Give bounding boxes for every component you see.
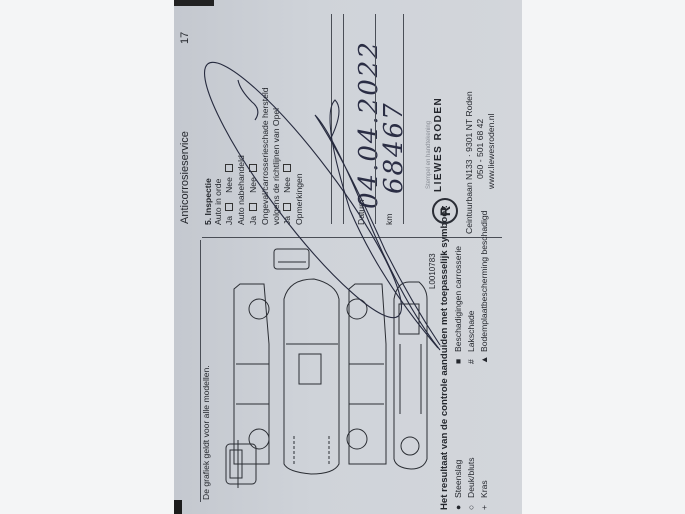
no-checkbox[interactable]	[283, 164, 291, 173]
dealer-website: www.liewesroden.nl	[486, 113, 496, 189]
legend-label: Beschadigingen carrosserie	[453, 245, 463, 352]
car-underbody-view	[393, 281, 428, 470]
question-auto-nabehandeld: Auto nabehandeld	[236, 155, 246, 225]
no-label: Nee	[224, 177, 234, 193]
answer-row-3: Ja Nee	[282, 154, 292, 225]
legend-label: Kras	[479, 480, 489, 498]
no-label: Nee	[282, 177, 292, 193]
dealer-name: LIEWES RODEN	[433, 96, 444, 192]
dealer-phone: 050 - 501 68 42	[475, 118, 485, 179]
legend-item-deuk: ○ Deuk/bluts	[466, 457, 476, 510]
car-diagrams	[225, 248, 428, 488]
remarks-label: Opmerkingen	[294, 173, 304, 225]
figure-code: L0010783	[428, 253, 437, 289]
km-line	[403, 14, 404, 224]
booklet-page: Anticorrosieservice 17 De grafiek geldt …	[174, 0, 522, 514]
square-symbol: ■	[453, 358, 463, 364]
page-number: 17	[179, 31, 191, 44]
rotated-page-content: Anticorrosieservice 17 De grafiek geldt …	[174, 0, 522, 514]
question-auto-in-orde: Auto in orde	[213, 178, 223, 225]
no-label: Nee	[248, 177, 258, 193]
dealer-address: Ceintuurbaan N133 · 9301 NT Roden	[464, 91, 474, 234]
question-ongeval-line2: volgens de richtlijnen van Opel	[271, 107, 281, 225]
remarks-line	[331, 14, 332, 224]
answer-row-1: Ja Nee	[224, 154, 234, 225]
legend-item-carrosserie: ■ Beschadigingen carrosserie	[453, 246, 463, 364]
legend-item-bodemplaat: ▲ Bodemplaatbescherming beschadigd	[479, 211, 489, 364]
no-checkbox[interactable]	[225, 164, 233, 173]
car-right-side	[346, 283, 387, 465]
yes-label: Ja	[282, 215, 292, 225]
yes-label: Ja	[248, 215, 258, 225]
figure-note: De grafiek geldt voor alle modellen.	[201, 365, 211, 500]
legend-item-steenslag: ● Steenslag	[453, 460, 463, 510]
legend-label: Deuk/bluts	[466, 457, 476, 498]
legend-label: Lakschade	[466, 310, 476, 352]
stamp-caption: Stempel en handtekening	[426, 120, 432, 189]
legend-instruction: Het resultaat van de controle aanduiden …	[439, 205, 450, 510]
km-label: km	[384, 213, 394, 225]
question-ongeval-line1: Ongeval/carrosserieschade hersteld	[260, 87, 270, 225]
open-circle-symbol: ○	[466, 504, 476, 510]
car-left-side	[233, 283, 270, 465]
plus-symbol: +	[479, 504, 489, 510]
triangle-symbol: ▲	[479, 355, 489, 364]
date-line	[375, 14, 376, 224]
car-front-view	[273, 248, 310, 270]
no-checkbox[interactable]	[249, 164, 257, 173]
yes-checkbox[interactable]	[225, 202, 233, 211]
column-divider	[202, 237, 502, 238]
answer-row-2: Ja Nee	[248, 154, 258, 225]
page-edge-shadow	[174, 0, 214, 6]
car-top-view	[283, 278, 340, 475]
yes-label: Ja	[224, 215, 234, 225]
page-title: Anticorrosieservice	[179, 131, 191, 224]
dealer-logo: R	[432, 198, 458, 224]
hash-symbol: #	[466, 359, 476, 364]
yes-checkbox[interactable]	[283, 202, 291, 211]
yes-checkbox[interactable]	[249, 202, 257, 211]
legend-item-kras: + Kras	[479, 480, 489, 510]
legend-label: Bodemplaatbescherming beschadigd	[479, 210, 489, 352]
km-handwritten: 68467	[379, 101, 409, 194]
inspection-title: 5. Inspectie	[203, 178, 213, 225]
filled-circle-symbol: ●	[453, 504, 463, 510]
legend-label: Steenslag	[453, 459, 463, 498]
legend-item-lakschade: # Lakschade	[466, 310, 476, 364]
page-edge-shadow	[174, 500, 182, 514]
remarks-line	[343, 14, 344, 224]
